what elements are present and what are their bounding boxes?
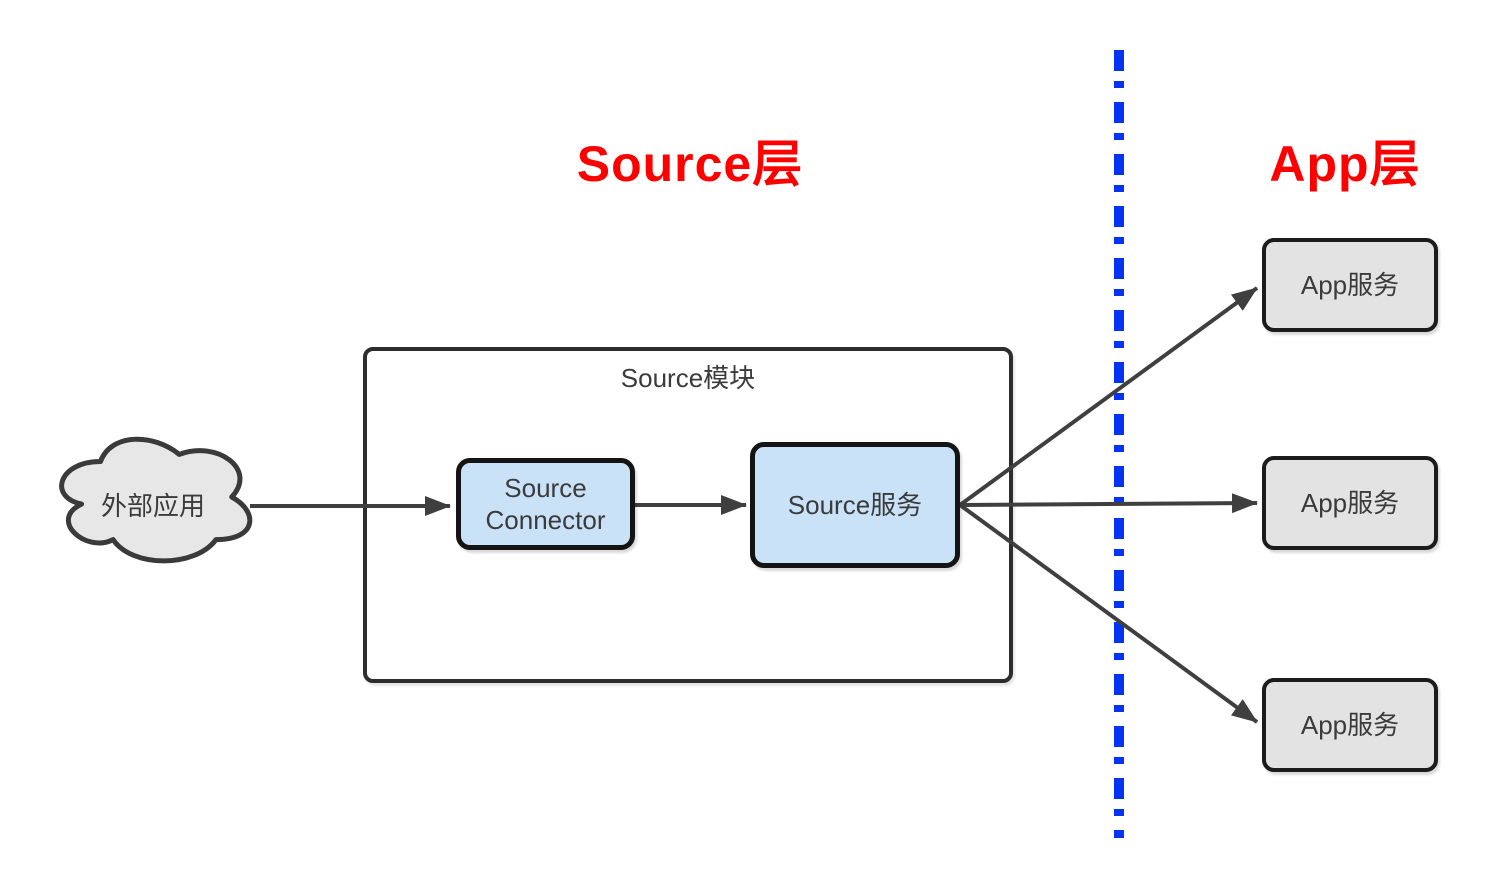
source-service-label: Source服务 [787, 489, 923, 520]
app-service-node-1: App服务 [1262, 238, 1438, 332]
app-service-label-1: App服务 [1300, 269, 1400, 300]
external-app-label: 外部应用 [100, 491, 205, 521]
app-layer-title: App层 [1269, 136, 1421, 192]
app-service-label-2: App服务 [1300, 487, 1400, 518]
source-connector-label: Source Connector [485, 472, 606, 536]
app-service-node-2: App服务 [1262, 456, 1438, 550]
source-module-label: Source模块 [620, 363, 756, 393]
source-service-node: Source服务 [750, 442, 960, 568]
source-connector-node: Source Connector [456, 458, 635, 550]
app-service-label-3: App服务 [1300, 709, 1400, 740]
source-layer-title: Source层 [576, 136, 804, 192]
app-service-node-3: App服务 [1262, 678, 1438, 772]
